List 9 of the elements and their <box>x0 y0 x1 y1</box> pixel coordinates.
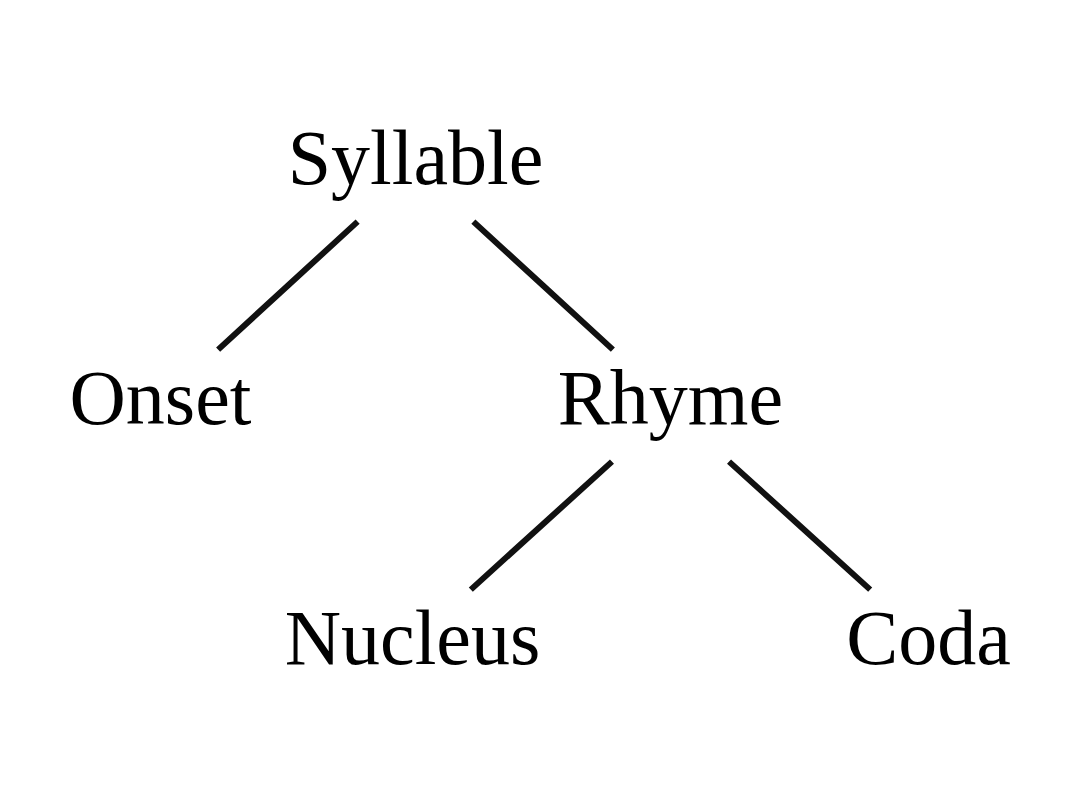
node-text: Onset <box>69 353 252 441</box>
connector <box>471 218 615 352</box>
node-text: Coda <box>846 593 1011 681</box>
connector <box>727 458 873 592</box>
connector <box>216 218 360 352</box>
connector <box>468 458 614 592</box>
node-text: Syllable <box>287 113 544 201</box>
node-text: Rhyme <box>557 353 784 441</box>
node-text: Nucleus <box>284 593 541 681</box>
